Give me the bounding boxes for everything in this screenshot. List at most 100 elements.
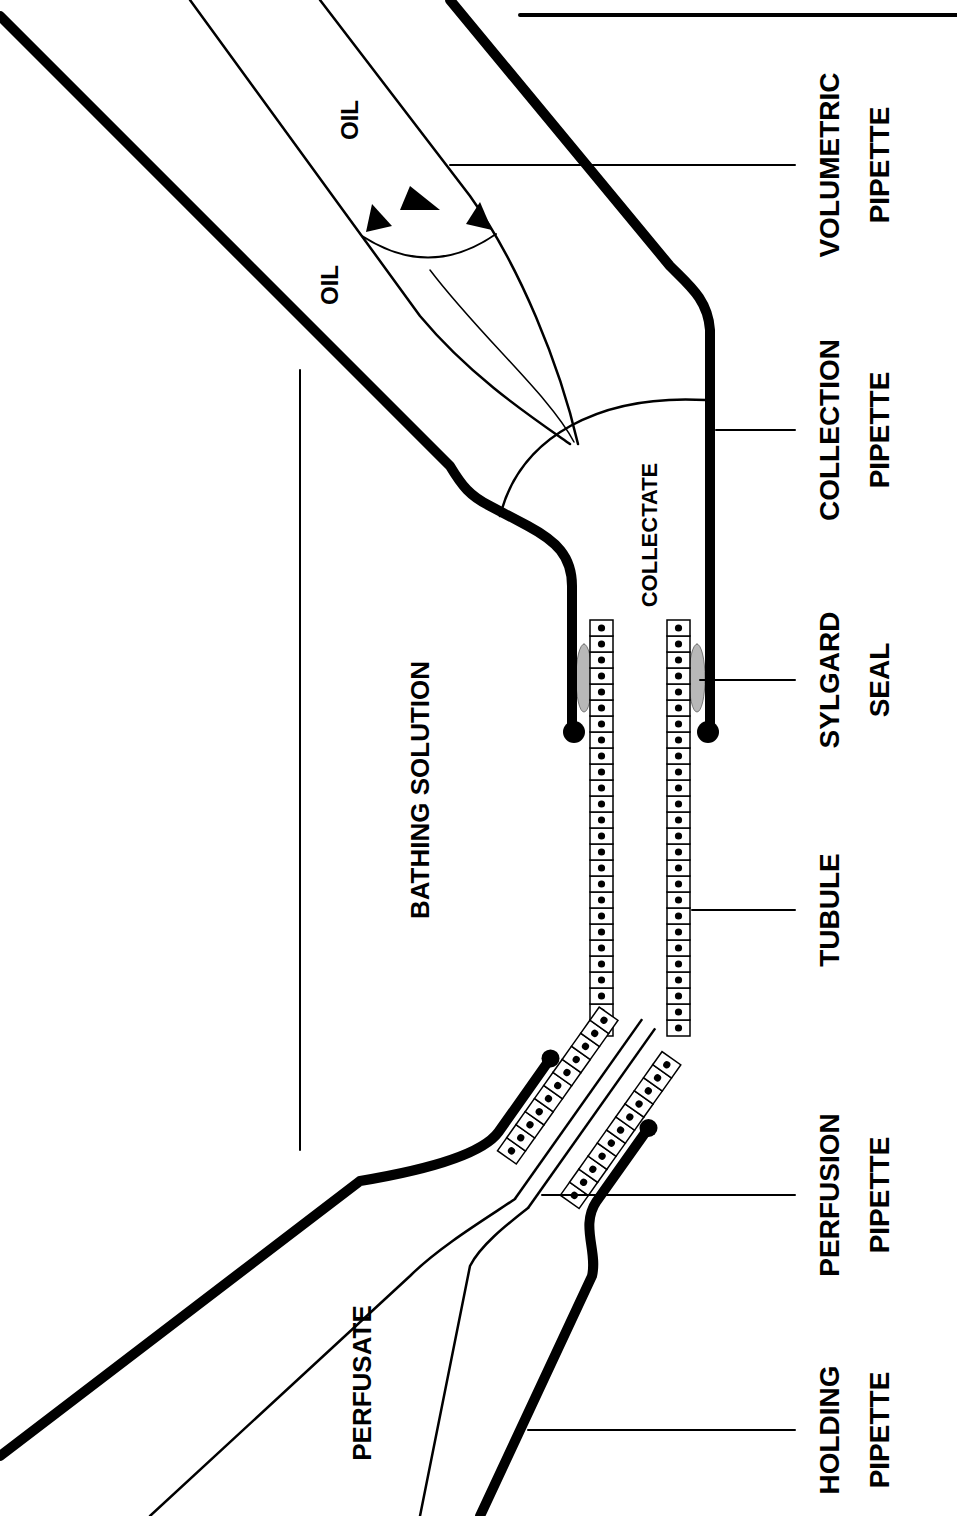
tubule-cell [667, 828, 690, 844]
cell-nucleus [598, 992, 605, 999]
tubule-cell [590, 636, 613, 652]
volumetric-pipette-wall [190, 0, 570, 444]
tubule-cell [667, 620, 690, 636]
cell-nucleus [598, 960, 605, 967]
leader-line [542, 1194, 795, 1196]
cell-nucleus [675, 752, 682, 759]
tubule-cell [667, 844, 690, 860]
cell-nucleus [598, 704, 605, 711]
cell-nucleus [616, 1125, 626, 1135]
holding-pipette-wall [480, 1128, 649, 1516]
cell-nucleus [675, 736, 682, 743]
tubule-cell [667, 812, 690, 828]
cell-nucleus [588, 1164, 598, 1174]
cell-nucleus [580, 1041, 590, 1051]
cell-nucleus [675, 1008, 682, 1015]
cell-nucleus [598, 640, 605, 647]
cell-nucleus [598, 624, 605, 631]
cell-nucleus [598, 752, 605, 759]
interface-mark [366, 204, 392, 232]
cell-nucleus [653, 1073, 663, 1083]
tubule-cell [590, 716, 613, 732]
cell-nucleus [643, 1086, 653, 1096]
tubule-cell [667, 700, 690, 716]
interface-mark [466, 202, 492, 230]
tubule-cell [653, 1052, 681, 1078]
tubule-cell [590, 844, 613, 860]
tubule-cell [590, 748, 613, 764]
cell-nucleus [675, 656, 682, 663]
tubule-cell [590, 1007, 618, 1033]
tubule-cell [590, 732, 613, 748]
cell-nucleus [579, 1177, 589, 1187]
perfusion-pipette-wall [150, 1199, 515, 1516]
interface-mark [400, 186, 440, 210]
tubule-cell [590, 700, 613, 716]
tubule-cell [590, 668, 613, 684]
tubule-cell [667, 940, 690, 956]
cell-nucleus [675, 624, 682, 631]
collection-pipette-wall [450, 0, 710, 734]
cell-row [590, 620, 613, 1036]
leader-line [450, 164, 795, 166]
tubule-cell [590, 684, 613, 700]
tubule-cell [590, 876, 613, 892]
tubule-cell [590, 652, 613, 668]
cell-nucleus [598, 816, 605, 823]
part-label: COLLECTION PIPETTE [805, 339, 905, 521]
tubule-cells [590, 620, 690, 1036]
leader-line [692, 909, 795, 911]
part-label: BATHING SOLUTION [406, 661, 435, 919]
bath-edge-line [520, 13, 957, 17]
part-label: OIL [337, 100, 363, 140]
cell-nucleus [525, 1120, 535, 1130]
leader-line [528, 1429, 795, 1431]
sylgard-seal [689, 644, 705, 712]
cell-nucleus [598, 848, 605, 855]
volumetric-pipette-wall [320, 0, 578, 444]
part-label: SYLGARD SEAL [805, 612, 905, 749]
cell-nucleus [598, 656, 605, 663]
tubule-cell [590, 908, 613, 924]
cell-nucleus [598, 928, 605, 935]
cell-nucleus [675, 848, 682, 855]
cell-nucleus [675, 864, 682, 871]
tubule-cell [590, 620, 613, 636]
oil-fluid-interface [362, 234, 496, 258]
tubule-cell [590, 860, 613, 876]
bath-line [299, 370, 301, 1150]
tubule-cell [667, 1020, 690, 1036]
cell-nucleus [634, 1099, 644, 1109]
holding-pipette-wall [0, 1058, 551, 1456]
cell-nucleus [598, 736, 605, 743]
cell-nucleus [598, 800, 605, 807]
tubule-cell [667, 924, 690, 940]
cell-nucleus [598, 880, 605, 887]
cell-nucleus [625, 1112, 635, 1122]
fluid-column [430, 270, 574, 442]
cell-nucleus [598, 768, 605, 775]
tubule-cell [590, 956, 613, 972]
tubule-cell [590, 780, 613, 796]
tubule-cell [590, 972, 613, 988]
part-label: PERFUSATE [348, 1305, 377, 1461]
cell-nucleus [598, 720, 605, 727]
cell-nucleus [516, 1133, 526, 1143]
cell-nucleus [675, 800, 682, 807]
cell-nucleus [662, 1060, 672, 1070]
leader-line [716, 429, 795, 431]
tubule-cell [590, 764, 613, 780]
cell-nucleus [598, 688, 605, 695]
pipette-tip [563, 721, 585, 743]
tubule-cell [667, 732, 690, 748]
part-label: COLLECTATE [638, 463, 662, 608]
cell-nucleus [534, 1107, 544, 1117]
tubule-cell [667, 668, 690, 684]
cell-nucleus [598, 976, 605, 983]
cell-nucleus [598, 672, 605, 679]
cell-nucleus [675, 928, 682, 935]
tubule-cell [667, 780, 690, 796]
cell-nucleus [598, 912, 605, 919]
cell-nucleus [543, 1094, 553, 1104]
